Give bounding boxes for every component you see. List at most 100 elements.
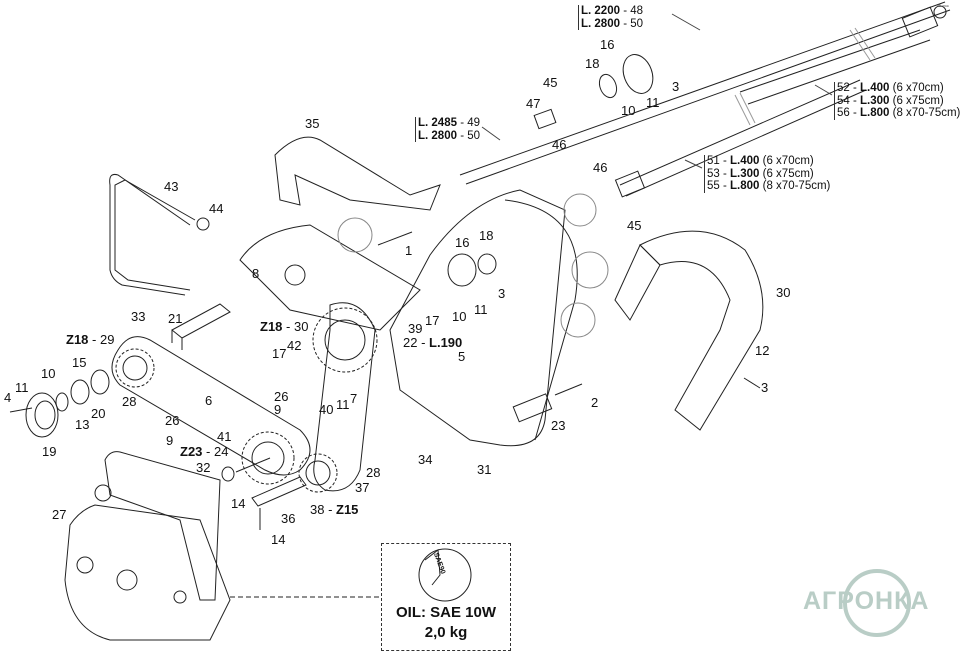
oil-type: OIL: SAE 10W: [395, 604, 496, 621]
part-label-47: 47: [526, 96, 541, 111]
oring-13: [55, 392, 69, 412]
part-label-21: 21: [168, 311, 183, 326]
length-spec-shaft-right-lower: 51 - L.400 (6 x70cm)53 - L.300 (6 x75cm)…: [704, 155, 830, 193]
part-label-46a: 46: [552, 137, 567, 152]
gear-label-z18-29: Z18 - 29: [66, 332, 115, 347]
chain-34: [313, 302, 376, 492]
part-label-33: 33: [131, 309, 146, 324]
side-plate: [239, 224, 421, 331]
part-label-7: 7: [350, 391, 358, 406]
part-label-11c: 11: [15, 380, 29, 395]
part-label-2: 2: [591, 395, 599, 410]
bushing-32: [221, 466, 235, 482]
length-spec-row: L. 2800 - 50: [581, 17, 644, 30]
nut-44: [196, 217, 210, 231]
part-label-11a: 11: [646, 95, 660, 110]
part-label-26b: 26: [274, 389, 289, 404]
part-label-17a: 17: [425, 313, 440, 328]
part-label-16a: 16: [600, 37, 615, 52]
part-label-3b: 3: [498, 286, 506, 301]
part-label-42: 42: [287, 338, 302, 353]
square-shaft-36: [251, 476, 307, 507]
part-label-36: 36: [281, 511, 296, 526]
part-label-9a: 9: [166, 433, 174, 448]
flange-19: [25, 392, 59, 438]
length-spec-shaft-right-upper: 52 - L.400 (6 x70cm)54 - L.300 (6 x75cm)…: [834, 82, 960, 120]
gearbox-27: [64, 504, 231, 641]
rotor-shield-30: [639, 230, 764, 431]
square-bar-21: [171, 303, 231, 350]
part-label-39: 39: [408, 321, 423, 336]
part-label-34: 34: [418, 452, 433, 467]
part-label-19: 19: [42, 444, 57, 459]
oil-quantity: 2,0 kg: [424, 624, 468, 641]
part-label-37: 37: [355, 480, 370, 495]
part-label-11b: 11: [474, 302, 488, 317]
part-label-12: 12: [755, 343, 770, 358]
oil-spec-box: OIL: SAE 10W 2,0 kg: [381, 543, 511, 651]
part-label-10c: 10: [41, 366, 56, 381]
part-label-10b: 10: [452, 309, 467, 324]
part-label-18b: 18: [479, 228, 494, 243]
part-label-23: 23: [551, 418, 566, 433]
length-spec-row: 51 - L.400 (6 x70cm): [707, 155, 814, 167]
part-label-10a: 10: [621, 103, 636, 118]
part-label-6: 6: [205, 393, 213, 408]
part-label-45b: 45: [627, 218, 642, 233]
part-label-28b: 28: [366, 465, 381, 480]
length-spec-row: 52 - L.400 (6 x70cm): [837, 82, 944, 94]
length-spec-row: 56 - L.800 (8 x70-75cm): [837, 107, 961, 119]
watermark-right: НКА: [875, 587, 930, 615]
part-label-32: 32: [196, 460, 211, 475]
part-label-14a: 14: [231, 496, 246, 511]
part-label-30: 30: [776, 285, 791, 300]
bushing-23: [512, 393, 553, 423]
gear-label-22-l190: 22 - L.190: [403, 335, 463, 350]
ring-20: [70, 379, 90, 405]
part-label-18a: 18: [585, 56, 600, 71]
length-spec-row: 55 - L.800 (8 x70-75cm): [707, 180, 831, 192]
part-label-16b: 16: [455, 235, 470, 250]
oil-can-icon: [418, 548, 472, 602]
part-label-26a: 26: [165, 413, 180, 428]
part-label-40: 40: [319, 402, 334, 417]
length-spec-row: L. 2800 - 50: [418, 129, 481, 142]
part-label-13: 13: [75, 417, 90, 432]
part-label-3c: 3: [761, 380, 769, 395]
gear-label-z23-24: Z23 - 24: [180, 444, 229, 459]
u-bolt-43: [109, 174, 191, 296]
watermark-logo: АГРОНКА: [803, 587, 929, 616]
part-label-46b: 46: [593, 160, 608, 175]
sprocket-z18-29: [115, 348, 155, 388]
upper-shaft: [459, 1, 951, 185]
part-label-1: 1: [405, 243, 413, 258]
right-lower-shaft: [614, 79, 867, 198]
part-label-45a: 45: [543, 75, 558, 90]
part-label-31: 31: [477, 462, 492, 477]
part-label-11d: 11: [336, 397, 350, 412]
part-label-14b: 14: [271, 532, 286, 547]
sprocket-z15-38: [298, 453, 338, 493]
chain-33: [111, 336, 311, 476]
depth-gauge-plate: [104, 451, 221, 601]
part-label-43: 43: [164, 179, 179, 194]
sprocket-z18-30: [312, 307, 378, 373]
part-label-9b: 9: [274, 402, 282, 417]
length-spec-row: 53 - L.300 (6 x75cm): [707, 167, 814, 180]
part-label-15: 15: [72, 355, 87, 370]
part-label-27: 27: [52, 507, 67, 522]
watermark-circle: [843, 569, 911, 637]
gear-label-38-z15: 38 - Z15: [310, 502, 359, 517]
part-label-3a: 3: [672, 79, 680, 94]
part-label-28a: 28: [122, 394, 137, 409]
watermark-left: АГРО: [803, 587, 876, 615]
right-upper-shaft: [739, 5, 947, 105]
length-spec-row: L. 2485 - 49: [418, 117, 481, 129]
gear-label-z18-30: Z18 - 30: [260, 319, 309, 334]
part-label-4: 4: [4, 390, 12, 405]
gearbox-plate-31: [389, 189, 566, 447]
part-label-44: 44: [209, 201, 224, 216]
